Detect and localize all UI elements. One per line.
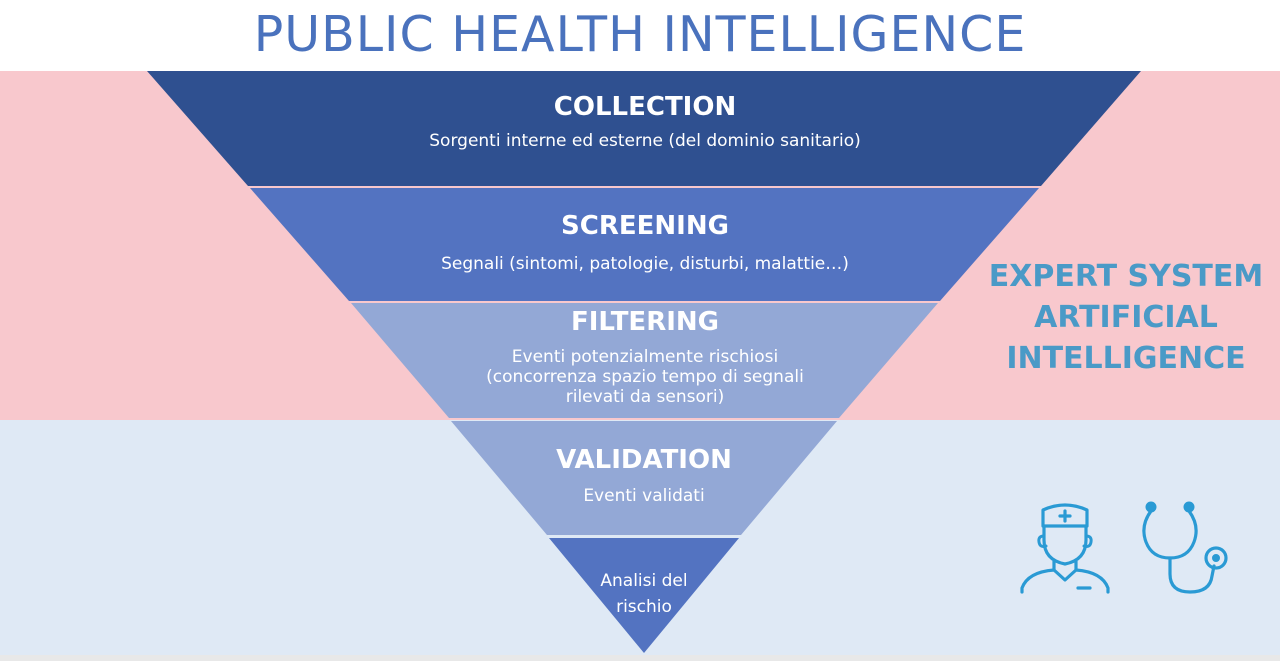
layer-validation-subtitle: Eventi validati [583,486,705,506]
layer-filtering-subtitle-line2: (concorrenza spazio tempo di segnali [486,367,804,387]
layer-screening-text: SCREENING Segnali (sintomi, patologie, d… [340,210,950,274]
layer-filtering-subtitle-line1: Eventi potenzialmente rischiosi [511,347,779,367]
layer-analisi-text: Analisi del rischio [574,567,714,618]
footer-strip [0,655,1280,661]
funnel-layer-analisi [549,538,739,653]
layer-validation-text: VALIDATION Eventi validati [480,444,808,506]
layer-validation-title: VALIDATION [556,445,732,475]
layer-screening-title: SCREENING [561,211,729,241]
funnel-layer-screening [250,188,1039,301]
expert-line-2: ARTIFICIAL [1034,300,1218,335]
page-title: PUBLIC HEALTH INTELLIGENCE [253,6,1027,63]
stethoscope-icon [1136,500,1234,600]
funnel-layer-collection [147,71,1141,186]
funnel-layer-filtering [351,303,938,418]
layer-collection-title: COLLECTION [553,92,737,122]
expert-system-label: EXPERT SYSTEM ARTIFICIAL INTELLIGENCE [972,256,1280,379]
expert-line-1: EXPERT SYSTEM [988,259,1264,294]
layer-screening-subtitle: Segnali (sintomi, patologie, disturbi, m… [441,254,849,274]
layer-collection-text: COLLECTION Sorgenti interne ed esterne (… [248,91,1042,151]
funnel-layer-validation [451,421,837,535]
doctor-icon [1016,500,1114,596]
layer-filtering-subtitle-line3: rilevati da sensori) [565,387,725,407]
layer-analisi-line2: rischio [616,597,672,617]
layer-collection-subtitle: Sorgenti interne ed esterne (del dominio… [429,131,861,151]
layer-filtering-text: FILTERING Eventi potenzialmente rischios… [405,306,885,407]
expert-line-3: INTELLIGENCE [1006,341,1246,376]
layer-analisi-line1: Analisi del [600,571,688,591]
layer-filtering-title: FILTERING [571,307,719,337]
